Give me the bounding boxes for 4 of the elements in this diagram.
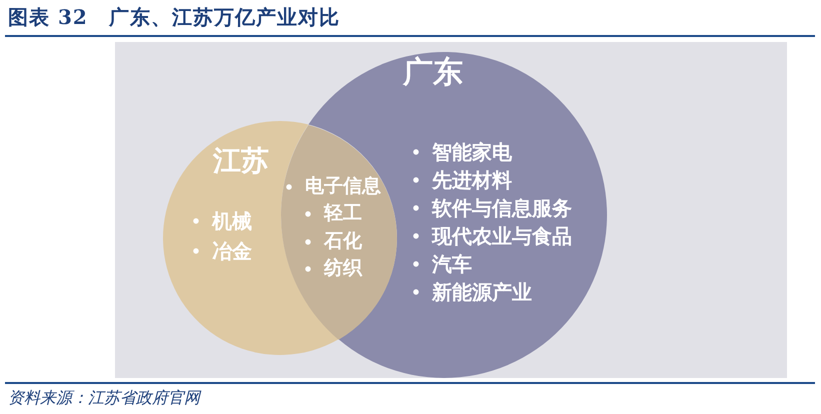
region-heading: 江苏: [213, 143, 269, 179]
region-heading: 广东: [403, 54, 463, 92]
figure-title: 图表 32 广东、江苏万亿产业对比: [8, 4, 340, 31]
source-note: 资料来源：江苏省政府官网: [8, 388, 200, 409]
